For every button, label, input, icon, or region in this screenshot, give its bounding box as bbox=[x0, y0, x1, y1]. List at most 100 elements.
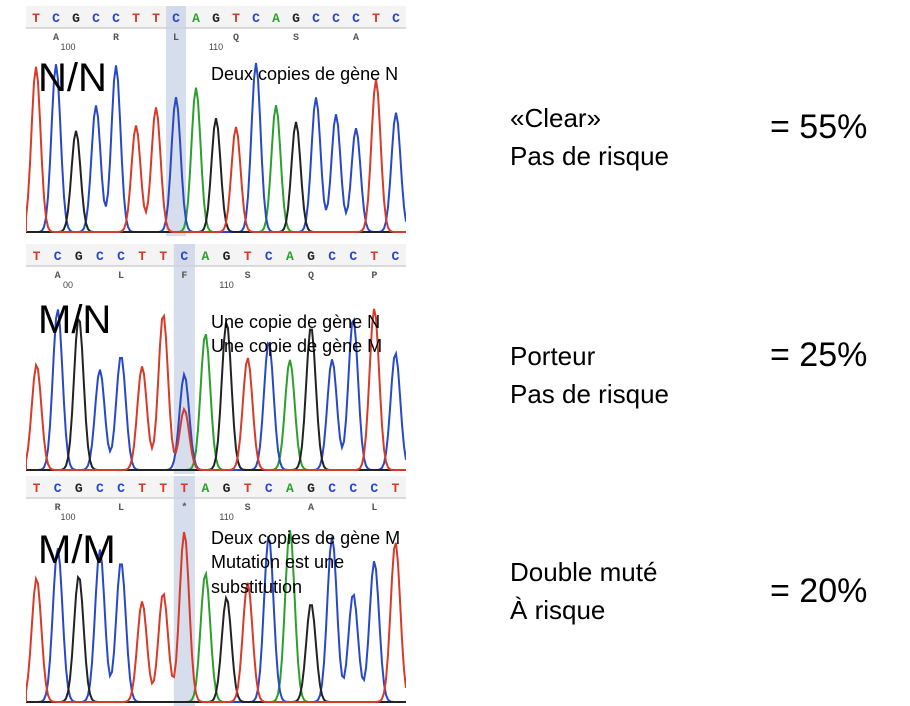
status-line: Pas de risque bbox=[510, 378, 669, 409]
description-line: Une copie de gène N bbox=[211, 312, 381, 332]
base-letter: C bbox=[265, 249, 273, 264]
amino-acid-letter: R bbox=[113, 33, 119, 44]
percentage: = 55% bbox=[770, 108, 868, 146]
status-text: «Clear» Pas de risque bbox=[510, 100, 669, 175]
sequence-band bbox=[26, 6, 406, 28]
base-letter: G bbox=[75, 249, 83, 264]
sequence-band bbox=[26, 244, 406, 266]
position-tick-label: 110 bbox=[209, 42, 223, 52]
amino-acid-letter: A bbox=[308, 503, 314, 514]
status-text: Porteur Pas de risque bbox=[510, 338, 669, 413]
base-letter: G bbox=[307, 249, 315, 264]
position-tick-label: 110 bbox=[219, 512, 233, 522]
base-letter: C bbox=[54, 249, 62, 264]
base-letter: C bbox=[312, 11, 320, 26]
base-letter: A bbox=[192, 11, 200, 26]
base-letter: C bbox=[265, 481, 273, 496]
base-letter: C bbox=[349, 481, 357, 496]
percentage: = 25% bbox=[770, 336, 868, 374]
status-line: «Clear» bbox=[510, 103, 602, 133]
status-line: À risque bbox=[510, 594, 606, 625]
base-letter: T bbox=[372, 11, 380, 26]
base-letter: C bbox=[96, 481, 104, 496]
base-letter: T bbox=[33, 481, 41, 496]
base-letter: T bbox=[159, 481, 167, 496]
highlight-column bbox=[166, 6, 186, 236]
status-line: Porteur bbox=[510, 341, 596, 371]
description-line: Deux copies de gène N bbox=[211, 64, 399, 84]
base-letter: G bbox=[75, 481, 83, 496]
base-letter: C bbox=[117, 249, 125, 264]
amino-acid-letter: * bbox=[181, 502, 187, 514]
base-letter: T bbox=[33, 249, 41, 264]
base-letter: C bbox=[96, 249, 104, 264]
status-line: Pas de risque bbox=[510, 140, 669, 171]
base-letter: C bbox=[180, 249, 188, 264]
base-letter: G bbox=[223, 249, 231, 264]
base-letter: T bbox=[132, 11, 140, 26]
base-letter: T bbox=[138, 481, 146, 496]
genotype-description: Une copie de gène N Une copie de gène M bbox=[211, 310, 382, 359]
base-letter: T bbox=[232, 11, 240, 26]
amino-acid-letter: S bbox=[245, 503, 251, 514]
amino-acid-letter: L bbox=[118, 503, 124, 514]
base-letter: C bbox=[112, 11, 120, 26]
base-letter: C bbox=[54, 481, 62, 496]
base-letter: C bbox=[332, 11, 340, 26]
base-letter: T bbox=[159, 249, 167, 264]
trace-T bbox=[26, 66, 406, 233]
base-letter: G bbox=[212, 11, 220, 26]
description-line: Mutation est une bbox=[211, 552, 345, 573]
amino-acid-letter: R bbox=[55, 503, 61, 514]
base-letter: C bbox=[172, 11, 180, 26]
description-line: Deux copies de gène M bbox=[211, 528, 401, 548]
base-letter: G bbox=[223, 481, 231, 496]
trace-T bbox=[26, 531, 406, 703]
amino-acid-letter: S bbox=[245, 271, 251, 282]
status-line: Double muté bbox=[510, 557, 658, 587]
base-letter: G bbox=[72, 11, 80, 26]
position-tick-label: 100 bbox=[60, 42, 75, 52]
description-line: Une copie de gène M bbox=[211, 336, 383, 357]
status-text: Double muté À risque bbox=[510, 554, 657, 629]
sequence-band bbox=[26, 476, 406, 498]
genotype-description: Deux copies de gène N bbox=[211, 62, 398, 86]
base-letter: T bbox=[244, 481, 252, 496]
base-letter: C bbox=[349, 249, 357, 264]
base-letter: C bbox=[117, 481, 125, 496]
base-letter: T bbox=[32, 11, 40, 26]
trace-T bbox=[26, 308, 406, 471]
position-tick-label: 100 bbox=[60, 512, 75, 522]
chromatogram-svg: TCGCCTTCAGTCAGCCCTCARLQSAL100110 bbox=[26, 6, 406, 236]
base-letter: C bbox=[392, 249, 400, 264]
base-letter: C bbox=[252, 11, 260, 26]
base-letter: A bbox=[272, 11, 280, 26]
amino-acid-letter: A bbox=[55, 271, 61, 282]
base-letter: C bbox=[392, 11, 400, 26]
base-letter: T bbox=[138, 249, 146, 264]
amino-acid-letter: A bbox=[353, 33, 359, 44]
base-letter: A bbox=[286, 249, 294, 264]
base-letter: C bbox=[52, 11, 60, 26]
amino-acid-letter: Q bbox=[233, 33, 239, 44]
genotype-label: M/N bbox=[38, 298, 112, 342]
percentage: = 20% bbox=[770, 572, 868, 610]
base-letter: C bbox=[328, 249, 336, 264]
base-letter: C bbox=[352, 11, 360, 26]
chromatogram-nn: TCGCCTTCAGTCAGCCCTCARLQSAL100110 N/N Deu… bbox=[26, 6, 406, 236]
base-letter: T bbox=[152, 11, 160, 26]
amino-acid-letter: F bbox=[181, 271, 187, 282]
position-tick-label: 110 bbox=[219, 280, 233, 290]
base-letter: G bbox=[292, 11, 300, 26]
amino-acid-letter: P bbox=[371, 271, 377, 282]
base-letter: T bbox=[244, 249, 252, 264]
base-letter: C bbox=[328, 481, 336, 496]
base-letter: C bbox=[92, 11, 100, 26]
base-letter: A bbox=[286, 481, 294, 496]
amino-acid-letter: L bbox=[371, 503, 377, 514]
trace-G bbox=[26, 118, 406, 233]
